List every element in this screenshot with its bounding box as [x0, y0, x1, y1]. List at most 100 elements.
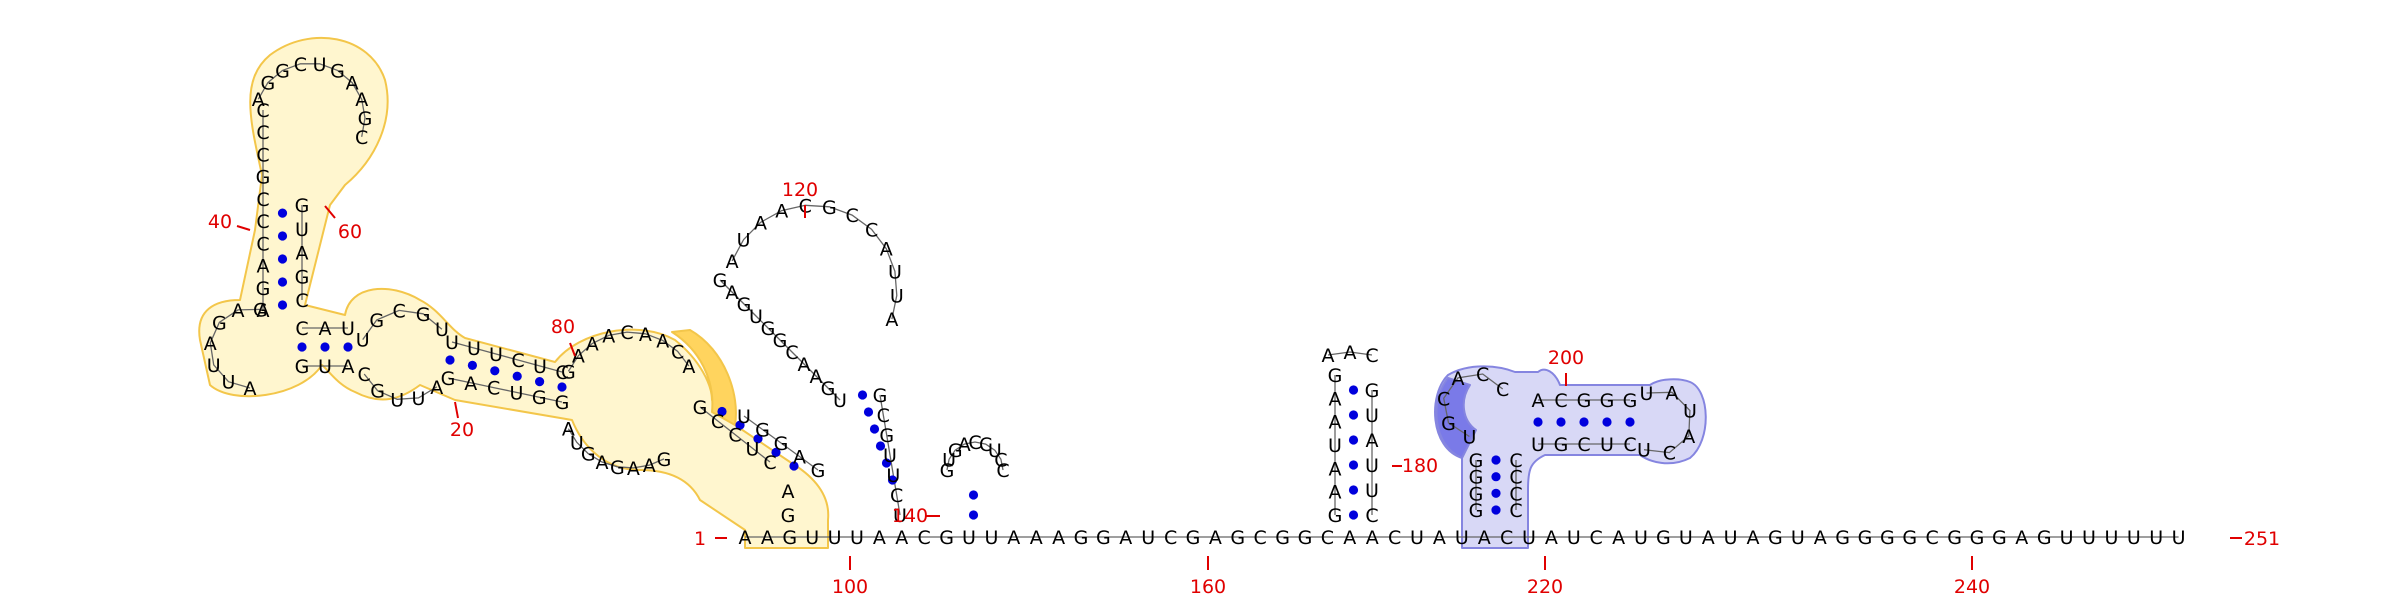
hairpin-pair-dot: [277, 277, 288, 287]
nucleotide: A: [1366, 527, 1379, 549]
nucleotide: A: [885, 309, 898, 331]
nucleotide: G: [532, 387, 547, 409]
base-pair-dot: [512, 371, 522, 381]
nucleotide: G: [555, 392, 570, 414]
nucleotide: C: [1254, 527, 1267, 549]
nucleotide: C: [1388, 527, 1401, 549]
nucleotide: C: [1365, 345, 1378, 367]
nucleotide: A: [1007, 527, 1020, 549]
stem120-pair-dot: [869, 424, 880, 434]
nucleotide: C: [671, 341, 684, 363]
nucleotide: G: [1992, 527, 2007, 549]
base-pair-dot: [771, 447, 781, 457]
blue-pair-dot: [1579, 417, 1589, 427]
nucleotide: U: [1724, 527, 1738, 549]
nucleotide: G: [1554, 434, 1569, 456]
position-label: 1: [694, 528, 706, 550]
nucleotide: A: [1452, 368, 1465, 390]
nucleotide: C: [785, 342, 798, 364]
nucleotide: A: [1322, 345, 1335, 367]
nucleotide: G: [212, 312, 227, 334]
nucleotide: A: [1532, 390, 1545, 412]
position-tick: [236, 225, 251, 231]
nucleotide: C: [295, 290, 308, 312]
nucleotide: A: [754, 212, 767, 234]
nucleotide: A: [726, 282, 739, 304]
base-pair-dot: [735, 420, 745, 430]
nucleotide: G: [581, 444, 596, 466]
position-label: 40: [208, 211, 232, 233]
nucleotide: G: [821, 378, 836, 400]
blue-pair-dot: [1625, 417, 1635, 427]
nucleotide: G: [1298, 527, 1313, 549]
hairpin-pair-dot: [277, 300, 288, 310]
nucleotide: C: [1926, 527, 1939, 549]
position-label: 180: [1402, 455, 1438, 477]
nucleotide: U: [1455, 527, 1469, 549]
blue-pair-dot: [1533, 417, 1543, 427]
nucleotide: C: [1496, 379, 1509, 401]
nucleotide: U: [1637, 440, 1651, 462]
base-pair-dot: [490, 366, 500, 376]
nucleotide: G: [1656, 527, 1671, 549]
backbone-segment: [1643, 391, 1691, 454]
nucleotide: G: [1970, 527, 1985, 549]
backbone-segment: [567, 428, 665, 469]
blue-stem-pair-dot: [1491, 455, 1501, 465]
nucleotide: A: [586, 334, 599, 356]
nucleotide: C: [256, 144, 269, 166]
backbone-segment: [1443, 373, 1504, 438]
base-pair-dot: [789, 461, 799, 471]
position-label: 80: [551, 316, 575, 338]
backbone-segment: [362, 309, 443, 340]
nucleotide: A: [296, 243, 309, 265]
nucleotide: U: [749, 306, 763, 328]
base-pair-dot: [320, 342, 330, 352]
stem120-pair-dot: [863, 407, 874, 417]
nucleotide: A: [1030, 527, 1043, 549]
nucleotide: G: [822, 197, 837, 219]
nucleotide: A: [1702, 527, 1715, 549]
nucleotide: U: [207, 355, 221, 377]
nucleotide: U: [962, 527, 976, 549]
nucleotide: G: [781, 505, 796, 527]
nucleotide: U: [1328, 435, 1342, 457]
nucleotide: G: [1328, 365, 1343, 387]
nucleotide: C: [1509, 450, 1522, 472]
nucleotide: A: [880, 239, 893, 261]
nucleotide: U: [850, 527, 864, 549]
nucleotide: G: [256, 167, 271, 189]
nucleotide: U: [984, 527, 998, 549]
nucleotide: A: [1612, 527, 1625, 549]
backbone-segment: [699, 406, 771, 463]
backbone-segment: [743, 415, 819, 471]
domain-highlights: [198, 36, 1707, 549]
nucleotide: A: [1329, 458, 1342, 480]
stem120-pair-dot: [887, 475, 898, 485]
backbone-segment: [567, 331, 690, 372]
nucleotide: C: [1509, 500, 1522, 522]
nucleotide: U: [509, 382, 523, 404]
nucleotide: G: [261, 73, 276, 95]
blue-stem-pair-dot: [1491, 488, 1501, 498]
nucleotide: U: [1567, 527, 1581, 549]
nucleotide: G: [1623, 390, 1638, 412]
nucleotide: G: [1902, 527, 1917, 549]
nucleotide: U: [888, 261, 902, 283]
nucleotide: A: [355, 89, 368, 111]
nucleotide: A: [798, 354, 811, 376]
nucleotide: U: [341, 318, 355, 340]
nucleotide: A: [639, 324, 652, 346]
nucleotide: A: [1329, 412, 1342, 434]
nucleotide: A: [257, 300, 270, 322]
backbone-segment: [1327, 351, 1373, 356]
nucleotide: G: [1469, 500, 1484, 522]
